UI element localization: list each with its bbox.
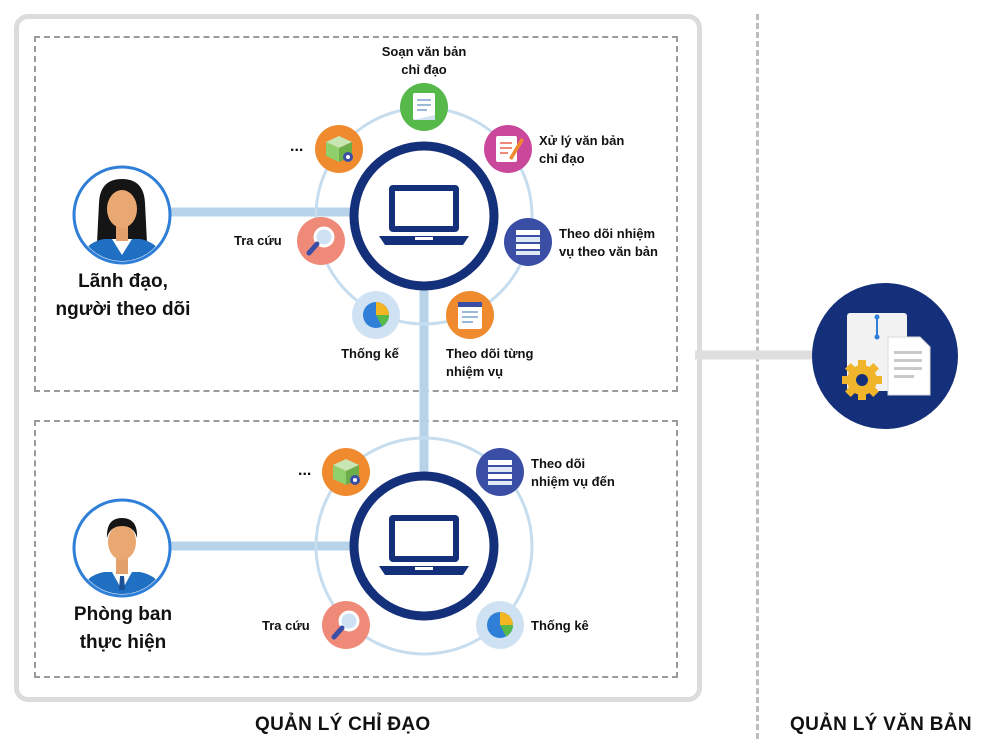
label-process-directive: Xử lý văn bản chỉ đạo — [539, 133, 625, 166]
department-avatar — [72, 498, 172, 598]
compose-directive-icon[interactable] — [399, 82, 449, 132]
gear-icon — [842, 360, 882, 400]
label-track-each-task: Theo dõi từng nhiệm vụ — [446, 346, 534, 379]
label-more-top: ... — [290, 138, 304, 155]
bottom-orbit-ring — [314, 436, 534, 656]
section-divider — [756, 14, 759, 739]
laptop-icon — [379, 515, 469, 575]
leader-avatar — [72, 165, 172, 265]
label-statistics-bottom: Thống kê — [531, 618, 589, 633]
department-label: Phòng ban thực hiện — [73, 604, 173, 653]
department-panel — [34, 420, 678, 678]
leader-panel — [34, 36, 678, 392]
track-each-task-icon[interactable] — [445, 290, 495, 340]
label-track-by-document: Theo dõi nhiệm vụ theo văn bản — [559, 226, 658, 259]
directive-management-title: QUẢN LÝ CHỈ ĐẠO — [255, 714, 431, 735]
leader-label: Lãnh đạo, người theo dõi — [55, 271, 191, 320]
label-search-top: Tra cứu — [234, 233, 282, 248]
track-by-document-icon[interactable] — [503, 217, 553, 267]
document-system-icon[interactable] — [810, 281, 960, 431]
label-track-incoming: Theo dõi nhiệm vụ đến — [531, 456, 615, 489]
search-icon-top[interactable] — [296, 216, 346, 266]
label-compose-directive: Soạn văn bản chỉ đạo — [381, 44, 467, 77]
more-modules-icon-top[interactable] — [314, 124, 364, 174]
statistics-icon-top[interactable] — [351, 290, 401, 340]
search-icon-bottom[interactable] — [321, 600, 371, 650]
more-modules-icon-bottom[interactable] — [321, 447, 371, 497]
document-management-title: QUẢN LÝ VĂN BẢN — [790, 714, 972, 735]
top-hub[interactable] — [349, 141, 499, 291]
track-incoming-task-icon[interactable] — [475, 447, 525, 497]
laptop-icon — [379, 185, 469, 245]
process-directive-icon[interactable] — [483, 124, 533, 174]
bottom-hub[interactable] — [349, 471, 499, 621]
statistics-icon-bottom[interactable] — [475, 600, 525, 650]
label-more-bottom: ... — [298, 462, 312, 479]
label-search-bottom: Tra cứu — [262, 618, 310, 633]
label-statistics-top: Thống kế — [341, 346, 399, 361]
